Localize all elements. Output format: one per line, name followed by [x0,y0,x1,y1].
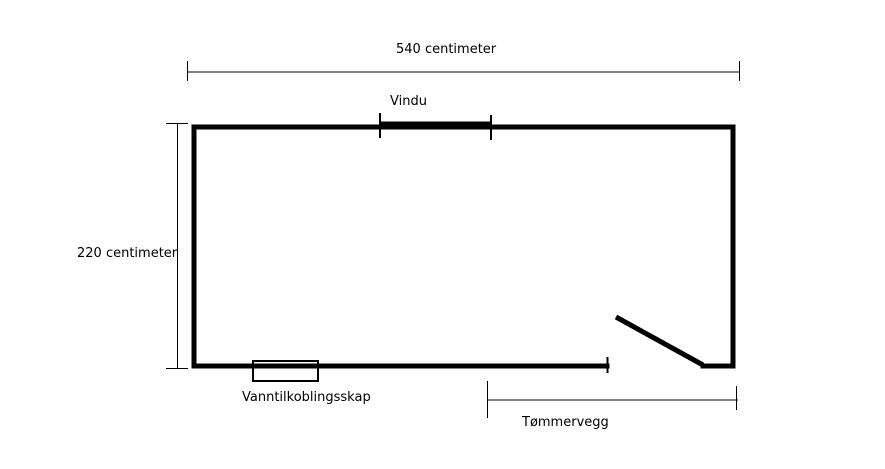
window [379,113,492,140]
door-leaf [614,314,705,368]
height-dimension-line [166,123,188,369]
width-dimension-line [187,61,740,81]
water-cabinet-label: Vanntilkoblingsskap [242,390,371,405]
window-label: Vindu [390,94,427,109]
log-wall-dimension-line [487,381,738,418]
water-cabinet-box [252,360,319,382]
log-wall-label: Tømmervegg [522,415,609,430]
width-dimension-label: 540 centimeter [396,42,497,57]
height-dimension-label: 220 centimeter [77,246,178,261]
room-walls [191,124,736,369]
